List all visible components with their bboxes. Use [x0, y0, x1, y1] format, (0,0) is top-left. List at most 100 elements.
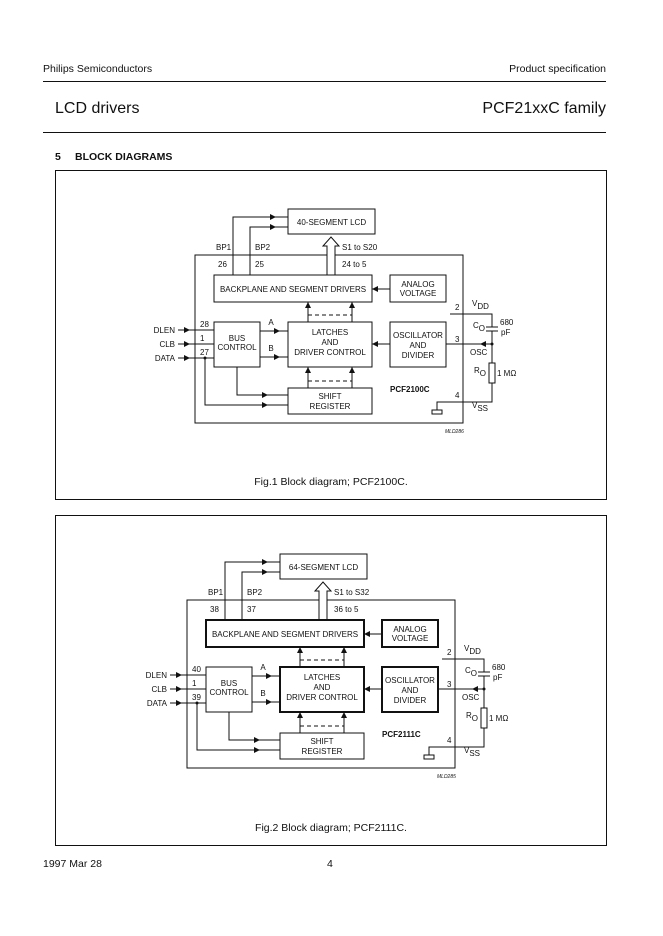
vss-pin: 4	[447, 736, 452, 745]
resistor-value: 1 MΩ	[489, 714, 508, 723]
vdd-wire	[442, 658, 485, 672]
header-rule-bottom	[43, 132, 606, 133]
oscillator-label-line: DIVIDER	[394, 696, 427, 705]
arrow-head-icon	[297, 712, 303, 718]
arrow-head-icon	[364, 686, 370, 692]
arrow-head-icon	[364, 631, 370, 637]
oscillator-block	[381, 666, 439, 713]
bp1-pin: 26	[218, 260, 227, 269]
bus-b-label: B	[260, 689, 265, 698]
bp2-pin: 25	[255, 260, 264, 269]
analog-label-line: VOLTAGE	[392, 634, 429, 643]
arrow-head-icon	[262, 559, 268, 565]
vss-wire	[428, 728, 485, 755]
arrow-head-icon	[184, 355, 190, 361]
arrow-head-icon	[176, 700, 182, 706]
input-data-label: DATA	[147, 699, 168, 708]
arrow-head-icon	[305, 302, 311, 308]
input-pin: 28	[200, 320, 209, 329]
capacitor-label: CO	[465, 666, 477, 678]
arrow-head-icon	[480, 341, 486, 347]
chip-name: PCF2100C	[390, 385, 430, 394]
chip-name: PCF2111C	[382, 730, 421, 739]
drawing-code: MLD286	[445, 429, 464, 435]
arrow-head-icon	[297, 647, 303, 653]
shift-register-label-line: REGISTER	[310, 402, 351, 411]
oscillator-label-line: AND	[410, 341, 427, 350]
footer-date: 1997 Mar 28	[43, 858, 102, 870]
resistor-label: RO	[474, 366, 486, 378]
section-number: 5	[55, 151, 61, 163]
bus-a-label: A	[268, 318, 274, 327]
latches-label-line: LATCHES	[304, 673, 340, 682]
junction-dot	[195, 701, 199, 705]
segment-label: S1 to S20	[342, 243, 378, 252]
vdd-pin: 2	[447, 648, 452, 657]
ground-icon	[431, 409, 443, 415]
doc-type: Product specification	[509, 63, 606, 75]
analog-label-line: VOLTAGE	[400, 289, 437, 298]
arrow-head-icon	[341, 712, 347, 718]
input-pin: 39	[192, 693, 201, 702]
drawing-code: MLD285	[437, 774, 456, 780]
arrow-head-icon	[176, 686, 182, 692]
resistor-label: RO	[466, 711, 478, 723]
ground-icon	[423, 754, 435, 760]
oscillator-label-line: AND	[402, 686, 419, 695]
bus-a-label: A	[260, 663, 266, 672]
lcd-label: 64-SEGMENT LCD	[289, 563, 358, 572]
arrow-head-icon	[274, 354, 280, 360]
segment-bus-arrow-icon	[321, 236, 341, 276]
arrow-head-icon	[349, 302, 355, 308]
input-clb-label: CLB	[159, 340, 175, 349]
lcd-block	[287, 208, 376, 235]
vdd-label: VDD	[472, 299, 489, 311]
arrow-head-icon	[254, 737, 260, 743]
capacitor-unit: pF	[493, 673, 502, 682]
backplane-label: BACKPLANE AND SEGMENT DRIVERS	[212, 630, 358, 639]
doc-title: LCD drivers	[55, 100, 140, 117]
capacitor-unit: pF	[501, 328, 510, 337]
input-dlen-label: DLEN	[146, 671, 168, 680]
clock-wire	[228, 712, 280, 741]
capacitor-value: 680	[500, 318, 514, 327]
shift-register-label-line: SHIFT	[318, 392, 341, 401]
vdd-wire	[450, 313, 493, 327]
figure-1-caption: Fig.1 Block diagram; PCF2100C.	[254, 476, 408, 488]
bp1-label: BP1	[208, 588, 224, 597]
arrow-head-icon	[305, 367, 311, 373]
oscillator-label-line: OSCILLATOR	[385, 676, 435, 685]
input-pin: 27	[200, 348, 209, 357]
arrow-head-icon	[266, 673, 272, 679]
latches-label-line: DRIVER CONTROL	[286, 693, 358, 702]
vss-pin: 4	[455, 391, 460, 400]
arrow-head-icon	[266, 699, 272, 705]
bp1-pin: 38	[210, 605, 219, 614]
resistor	[480, 707, 488, 729]
osc-label: OSC	[470, 348, 488, 357]
vdd-label: VDD	[464, 644, 481, 656]
segment-bus-arrow-icon	[313, 581, 333, 621]
bus-control-label-line: BUS	[221, 679, 237, 688]
latches-label-line: LATCHES	[312, 328, 348, 337]
shift-register-label-line: SHIFT	[310, 737, 333, 746]
input-clb-label: CLB	[151, 685, 167, 694]
vdd-pin: 2	[455, 303, 460, 312]
latches-block	[287, 321, 373, 368]
shift-register-block	[287, 387, 373, 415]
bp1-label: BP1	[216, 243, 232, 252]
bus-control-label-line: CONTROL	[209, 688, 249, 697]
arrow-head-icon	[270, 224, 276, 230]
resistor	[488, 362, 496, 384]
input-pin: 1	[200, 334, 205, 343]
arrow-head-icon	[184, 327, 190, 333]
shift-register-label-line: REGISTER	[302, 747, 343, 756]
lcd-label: 40-SEGMENT LCD	[297, 218, 366, 227]
capacitor-label: CO	[473, 321, 485, 333]
bus-control-label-line: CONTROL	[217, 343, 257, 352]
bp2-pin: 37	[247, 605, 256, 614]
lcd-block	[279, 553, 368, 580]
shift-register-block	[279, 732, 365, 760]
